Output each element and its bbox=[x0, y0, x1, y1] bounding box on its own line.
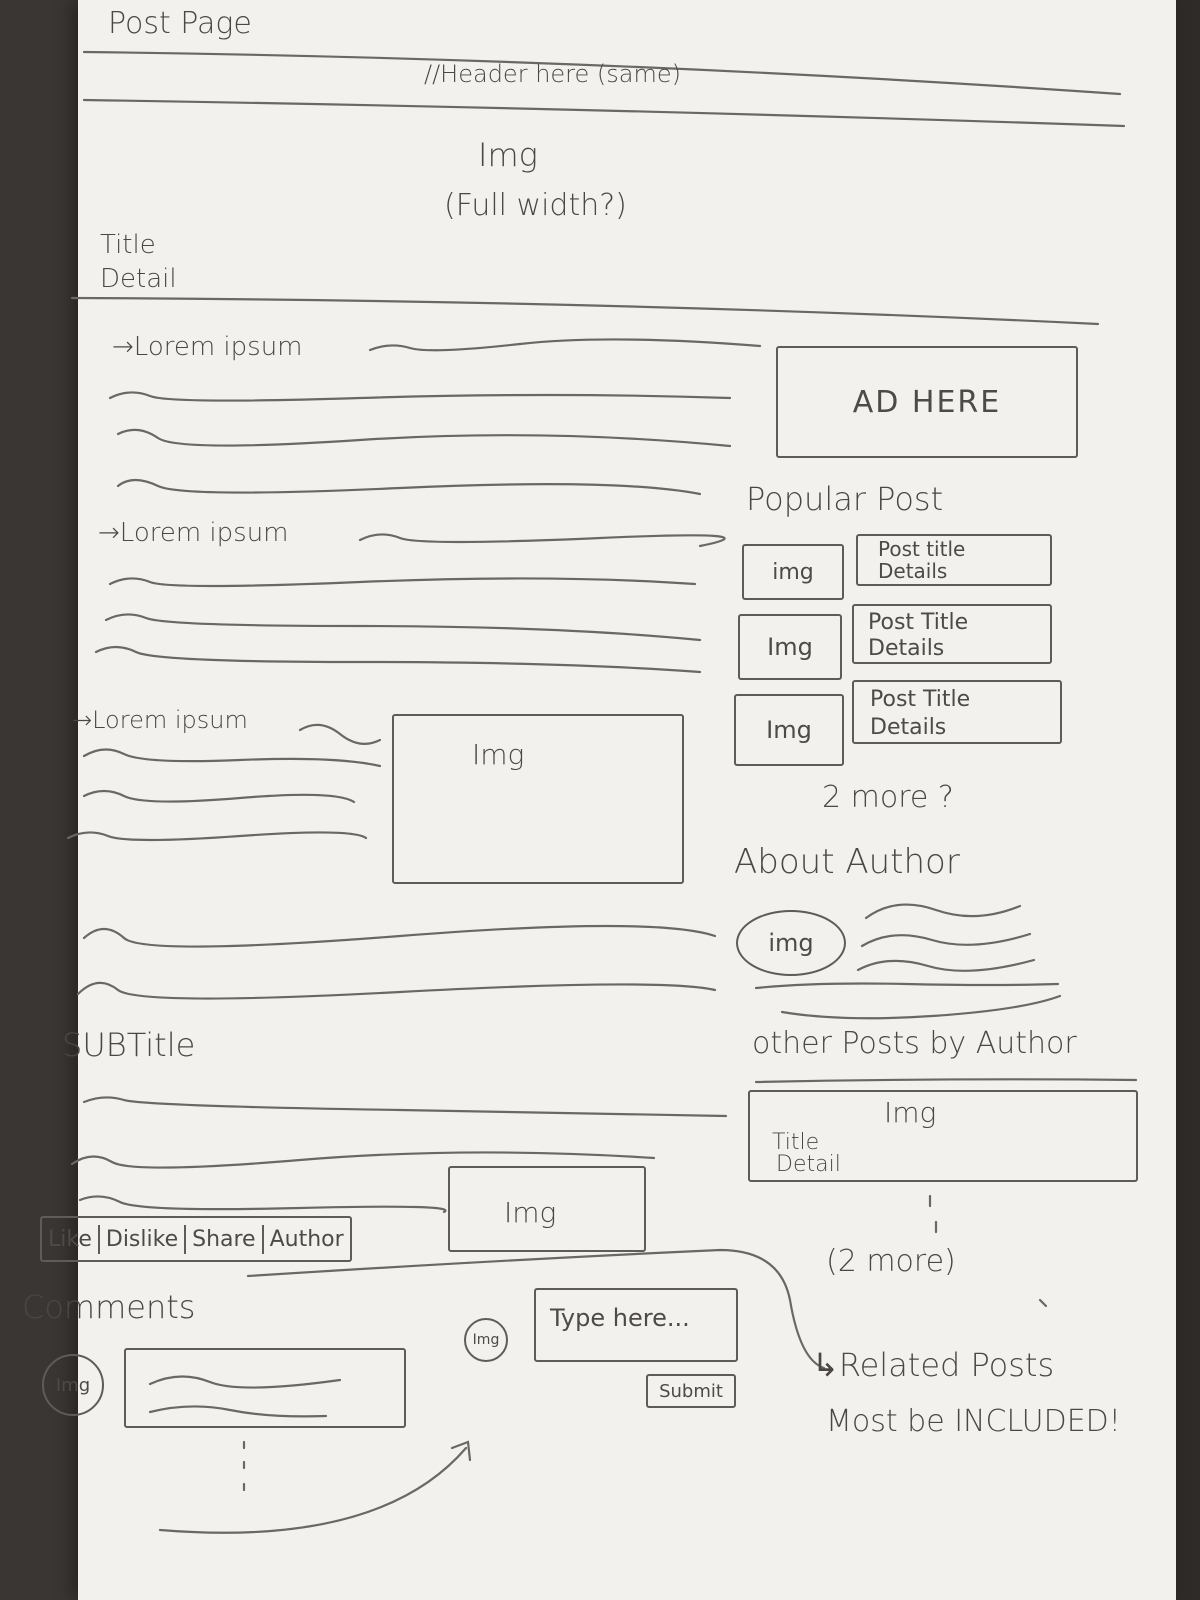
current-user-avatar-label: Img bbox=[472, 1332, 500, 1348]
paragraph-lead-2: →Lorem ipsum bbox=[98, 518, 289, 548]
popular-3-image[interactable]: Img bbox=[734, 694, 844, 766]
popular-2-details: Details bbox=[868, 636, 945, 661]
inline-image: Img bbox=[392, 714, 684, 884]
hero-image-note: (Full width?) bbox=[444, 188, 627, 223]
background bbox=[1176, 0, 1200, 1600]
popular-2-title: Post Title bbox=[868, 610, 969, 635]
post-title: Title bbox=[100, 230, 156, 260]
other-post-title: Title bbox=[772, 1130, 820, 1155]
popular-1-details: Details bbox=[878, 559, 948, 583]
sketch-paper bbox=[78, 0, 1176, 1600]
commenter-avatar: Img bbox=[42, 1354, 104, 1416]
submit-label: Submit bbox=[659, 1380, 723, 1402]
popular-1-image[interactable]: img bbox=[742, 544, 844, 600]
comment-body bbox=[124, 1348, 406, 1428]
other-post-card[interactable]: Img Title Detail bbox=[748, 1090, 1138, 1182]
subtitle-image-label: Img bbox=[504, 1196, 557, 1229]
ad-label: AD HERE bbox=[852, 384, 1002, 420]
about-author-heading: About Author bbox=[734, 842, 960, 882]
header-note: //Header here (same) bbox=[424, 60, 681, 88]
share-button[interactable]: Share bbox=[186, 1224, 264, 1254]
author-button[interactable]: Author bbox=[269, 1226, 344, 1252]
post-detail: Detail bbox=[100, 264, 177, 294]
popular-2-card[interactable]: Post Title Details bbox=[852, 604, 1052, 664]
other-post-detail: Detail bbox=[776, 1152, 841, 1177]
other-post-image-label: Img bbox=[884, 1096, 937, 1129]
popular-more[interactable]: 2 more ? bbox=[822, 780, 954, 815]
submit-comment-button[interactable]: Submit bbox=[646, 1374, 736, 1408]
popular-2-image-label: Img bbox=[767, 633, 813, 661]
inline-image-label: Img bbox=[472, 738, 525, 771]
comment-input[interactable]: Type here... bbox=[534, 1288, 738, 1362]
other-posts-more[interactable]: (2 more) bbox=[826, 1244, 956, 1279]
popular-1-card[interactable]: Post title Details bbox=[856, 534, 1052, 586]
related-posts-note-2: Most be INCLUDED! bbox=[826, 1404, 1121, 1439]
popular-1-title: Post title bbox=[878, 537, 966, 561]
comment-input-placeholder: Type here... bbox=[550, 1304, 690, 1332]
comments-heading: Comments bbox=[22, 1288, 196, 1326]
author-avatar[interactable]: img bbox=[736, 910, 846, 976]
popular-2-image[interactable]: Img bbox=[738, 614, 842, 680]
current-user-avatar: Img bbox=[464, 1318, 508, 1362]
subtitle-image: Img bbox=[448, 1166, 646, 1252]
popular-3-card[interactable]: Post Title Details bbox=[852, 680, 1062, 744]
paragraph-lead-3: →Lorem ipsum bbox=[72, 706, 248, 734]
subtitle: SUBTitle bbox=[62, 1026, 196, 1064]
page-label: Post Page bbox=[108, 6, 252, 41]
popular-3-title: Post Title bbox=[870, 687, 971, 712]
paragraph-lead-1: →Lorem ipsum bbox=[112, 332, 303, 362]
other-posts-heading: other Posts by Author bbox=[752, 1026, 1077, 1061]
popular-1-image-label: img bbox=[772, 559, 814, 585]
popular-heading: Popular Post bbox=[746, 480, 944, 518]
popular-3-image-label: Img bbox=[766, 716, 812, 744]
related-posts-note: ↳Related Posts bbox=[812, 1346, 1055, 1384]
author-avatar-label: img bbox=[768, 929, 814, 957]
like-button[interactable]: Like bbox=[42, 1224, 100, 1254]
dislike-button[interactable]: Dislike bbox=[100, 1224, 187, 1254]
commenter-avatar-label: Img bbox=[55, 1374, 91, 1396]
popular-3-details: Details bbox=[870, 715, 947, 740]
post-action-bar: Like Dislike Share Author bbox=[40, 1216, 352, 1262]
ad-slot[interactable]: AD HERE bbox=[776, 346, 1078, 458]
hero-image-label: Img bbox=[478, 136, 538, 174]
